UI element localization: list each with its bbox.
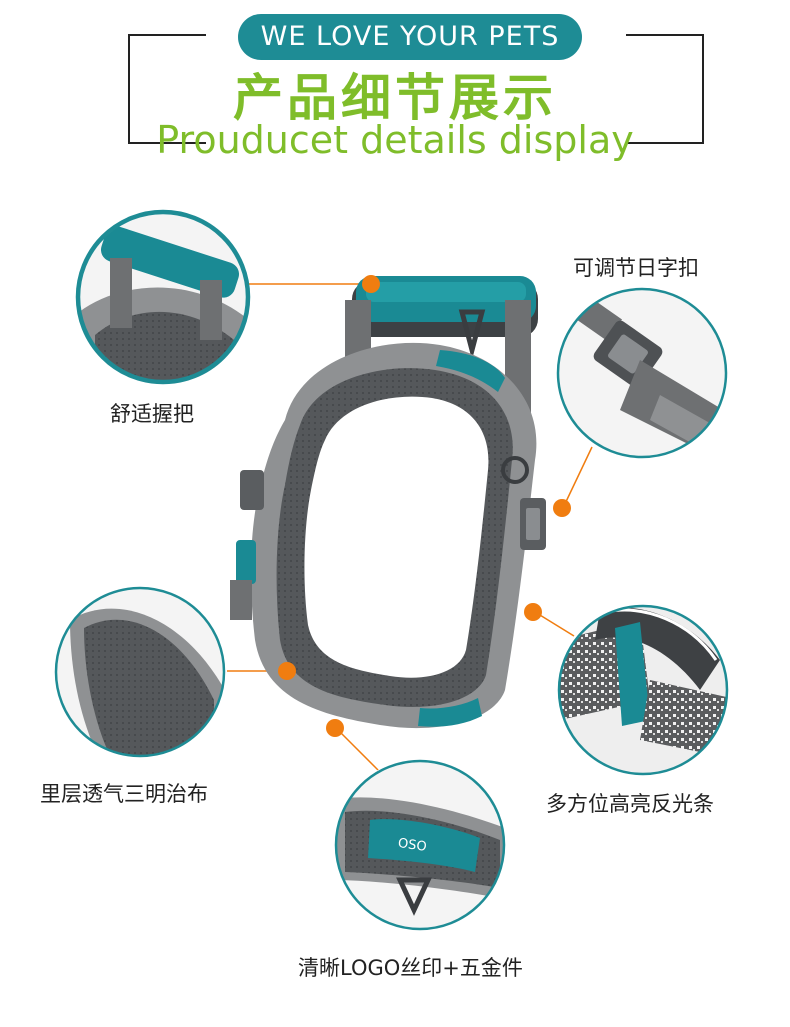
page-title: 产品细节展示 xyxy=(233,69,557,127)
feature-label-buckle: 可调节日字扣 xyxy=(573,256,699,280)
harness-main-image xyxy=(230,276,546,729)
detail-circle-buckle xyxy=(556,287,728,459)
feature-label-handle: 舒适握把 xyxy=(110,402,194,426)
detail-circle-mesh xyxy=(54,586,226,758)
detail-circle-logo: OSO xyxy=(334,759,506,931)
detail-circle-reflective xyxy=(557,604,729,776)
svg-text:OSO: OSO xyxy=(397,836,428,855)
feature-label-reflective: 多方位高亮反光条 xyxy=(546,792,714,816)
header-bracket-right xyxy=(626,34,704,144)
callout-dots xyxy=(278,275,571,737)
connector-lines xyxy=(227,283,593,773)
feature-label-logo: 清晰LOGO丝印+五金件 xyxy=(298,956,523,980)
feature-label-mesh: 里层透气三明治布 xyxy=(40,782,208,806)
detail-circle-handle xyxy=(75,209,251,385)
header-badge: WE LOVE YOUR PETS xyxy=(238,14,582,60)
header-bracket-left xyxy=(128,34,206,144)
page-subtitle: Prouducet details display xyxy=(156,118,634,162)
